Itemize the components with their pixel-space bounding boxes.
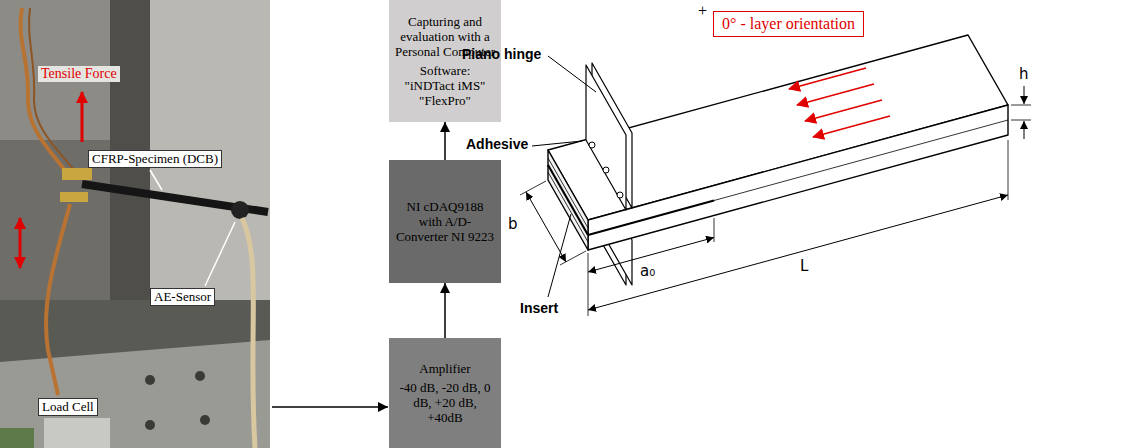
leader-line <box>548 214 571 297</box>
part-label: Adhesive <box>466 136 528 152</box>
copper-wire <box>20 8 66 172</box>
beam-end <box>548 150 588 250</box>
insert-film <box>588 201 714 236</box>
part-label: CFRP-Specimen (DCB) <box>88 150 222 168</box>
extension-line <box>1011 120 1031 121</box>
photo-ground <box>0 0 270 448</box>
signal-wire <box>272 406 388 408</box>
machine-base <box>0 300 270 448</box>
hinge-clamp <box>60 192 88 202</box>
leader-line <box>532 141 582 146</box>
plate-hole <box>145 375 155 385</box>
fibre-arrow <box>813 116 890 137</box>
hinge-knuckle <box>589 142 595 148</box>
copper-wire <box>46 204 70 395</box>
leader-line <box>548 56 596 92</box>
vise <box>0 428 34 448</box>
fibre-arrow <box>789 68 866 89</box>
dimension-arrow <box>1024 86 1025 104</box>
extension-line <box>714 218 715 242</box>
sensor-cable <box>242 218 255 448</box>
process-box: Amplifier -40 dB, -20 dB, 0 dB, +20 dB, +… <box>389 338 501 448</box>
box-text: 0° - layer orientation <box>722 15 855 33</box>
dimension-label: a₀ <box>640 263 655 280</box>
plate-hole <box>200 415 210 425</box>
box-text: Amplifier <box>419 361 470 376</box>
dimension-arrow <box>1024 121 1025 139</box>
dimension-line <box>526 192 566 262</box>
annotation-box: 0° - layer orientation <box>713 11 864 37</box>
base-plate <box>0 340 270 448</box>
dimension-label: h <box>1019 66 1029 83</box>
extension-line <box>588 253 589 316</box>
part-label: AE-Sensor <box>150 288 215 306</box>
mid-plane <box>714 120 1008 201</box>
extension-line <box>1008 140 1009 200</box>
upper-hinge-plate <box>586 65 626 210</box>
hinge-knuckle <box>603 167 609 173</box>
force-label: Tensile Force <box>38 66 120 82</box>
box-text: -40 dB, -20 dB, 0 dB, +20 dB, +40dB <box>394 380 496 425</box>
ae-sensor <box>231 201 249 219</box>
part-label: Load Cell <box>38 398 98 416</box>
box-text: NI cDAQ9188 with A/D-Converter NI 9223 <box>394 199 496 244</box>
dcb-drawing <box>520 35 1031 316</box>
part-label: Insert <box>520 300 558 316</box>
flow-arrow <box>444 122 446 160</box>
load-cell <box>44 418 110 448</box>
ply-line <box>548 172 588 242</box>
leader-line <box>150 170 162 190</box>
force-arrow <box>19 218 22 268</box>
plate-hole <box>145 420 155 430</box>
dimension-label: b <box>508 216 518 233</box>
part-label: Piano hinge <box>462 46 541 62</box>
beam-side <box>588 105 1008 250</box>
setup-photo <box>0 0 270 448</box>
plate-hole <box>195 371 205 381</box>
leader-line <box>205 222 235 286</box>
flow-arrow <box>444 283 446 338</box>
hinge-knuckle <box>617 192 623 198</box>
process-box: NI cDAQ9188 with A/D-Converter NI 9223 <box>389 160 501 283</box>
extension-line <box>520 181 546 195</box>
hinge-clamp <box>62 168 92 180</box>
fibre-arrow <box>797 84 874 105</box>
dimension-label: L <box>800 258 808 275</box>
fibre-arrow <box>805 100 882 121</box>
extension-line <box>1011 105 1031 106</box>
box-text: Software: "iNDTact iMS" "FlexPro" <box>394 63 496 108</box>
dimension-line <box>588 195 1008 310</box>
force-arrow <box>81 92 84 142</box>
copper-wire <box>29 8 74 170</box>
plus-sign: + <box>698 2 707 20</box>
ply-line <box>548 158 588 228</box>
